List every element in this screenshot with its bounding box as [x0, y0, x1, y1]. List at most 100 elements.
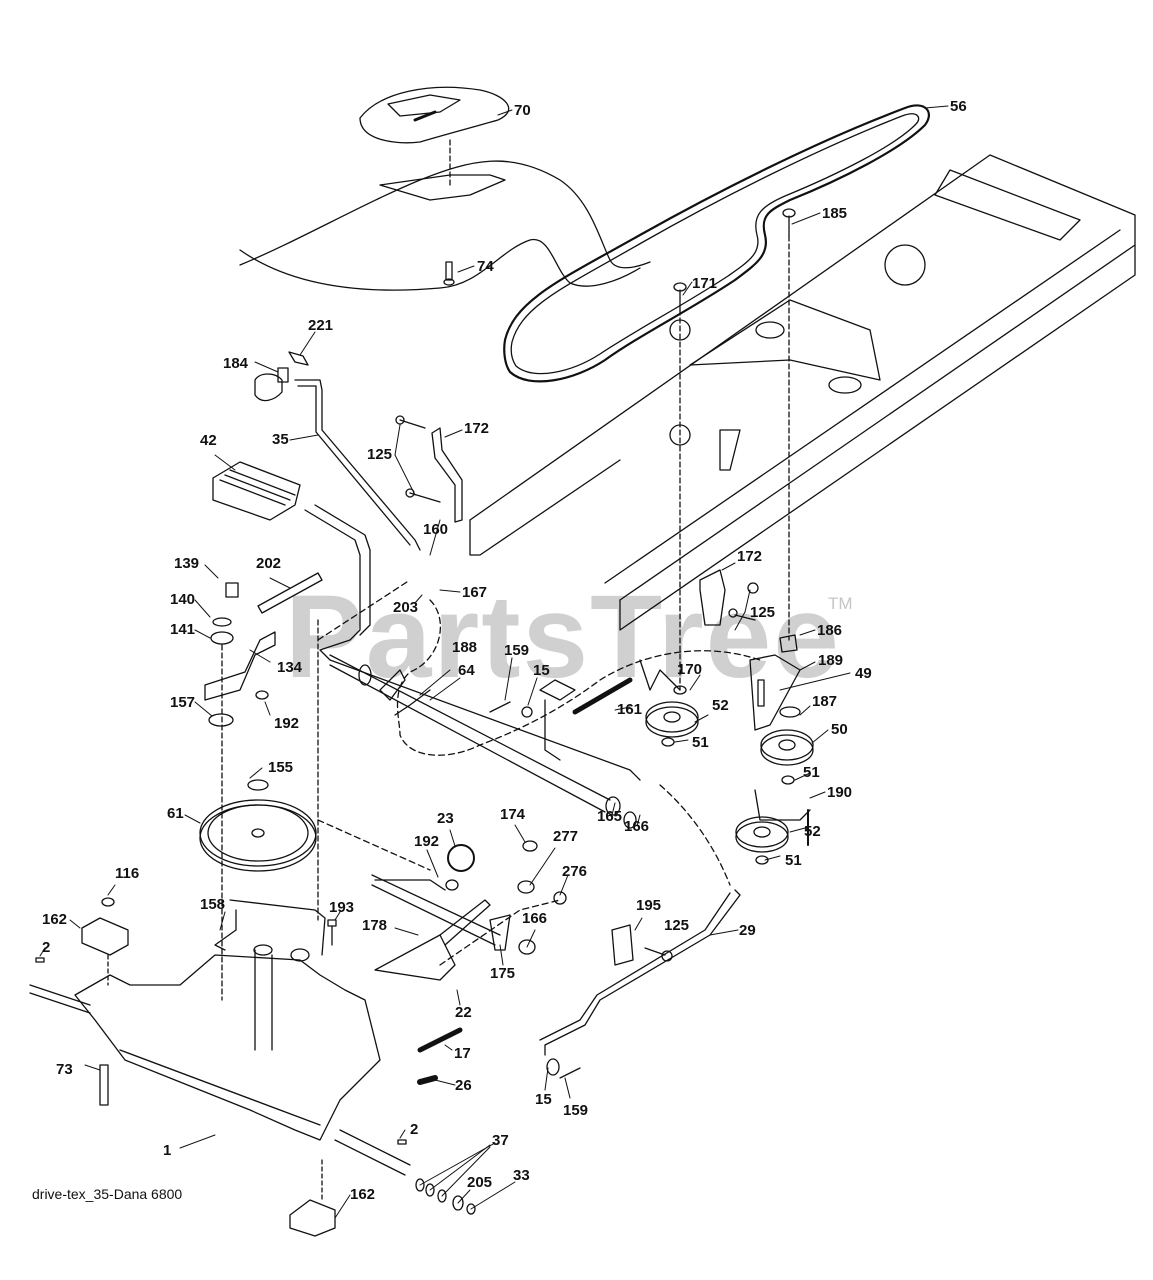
callout-26[interactable]: 26 — [455, 1077, 472, 1094]
callout-190[interactable]: 190 — [827, 784, 853, 801]
hood-cover — [359, 86, 510, 189]
callout-51-a[interactable]: 51 — [692, 734, 709, 751]
axle-washers — [415, 1178, 476, 1215]
leader-lines — [39, 105, 949, 1219]
callout-35[interactable]: 35 — [272, 431, 289, 448]
callout-221[interactable]: 221 — [308, 317, 334, 334]
callout-184[interactable]: 184 — [223, 355, 249, 372]
small-hardware — [101, 840, 567, 955]
callout-73[interactable]: 73 — [56, 1061, 73, 1078]
callout-61[interactable]: 61 — [167, 805, 184, 822]
bracket-170 — [639, 659, 687, 695]
belt-keeper — [214, 899, 326, 956]
bracket-195 — [611, 924, 634, 966]
belt-path-lines — [317, 579, 761, 966]
callout-192-a[interactable]: 192 — [274, 715, 300, 732]
hood-shape — [239, 160, 651, 291]
callout-195[interactable]: 195 — [636, 897, 662, 914]
callout-186[interactable]: 186 — [817, 622, 843, 639]
callout-22[interactable]: 22 — [455, 1004, 472, 1021]
callout-189[interactable]: 189 — [818, 652, 844, 669]
bracket-172 — [431, 427, 726, 626]
callout-159-b[interactable]: 159 — [563, 1102, 589, 1119]
axle-brackets — [81, 917, 336, 1237]
callout-1[interactable]: 1 — [163, 1142, 172, 1159]
callout-159-a[interactable]: 159 — [504, 642, 530, 659]
idler-pulleys — [645, 634, 814, 865]
pedal-bracket — [489, 679, 576, 761]
callout-139[interactable]: 139 — [174, 555, 200, 572]
callout-50[interactable]: 50 — [831, 721, 848, 738]
callout-162-b[interactable]: 162 — [350, 1186, 376, 1203]
callout-277[interactable]: 277 — [553, 828, 579, 845]
frame — [469, 154, 1136, 631]
carriage-bolts — [673, 208, 796, 691]
callout-205[interactable]: 205 — [467, 1174, 493, 1191]
callout-2-b[interactable]: 2 — [410, 1121, 419, 1138]
callout-33[interactable]: 33 — [513, 1167, 530, 1184]
callout-160[interactable]: 160 — [423, 521, 449, 538]
callout-166-b[interactable]: 166 — [522, 910, 548, 927]
callout-17[interactable]: 17 — [454, 1045, 471, 1062]
callout-49[interactable]: 49 — [855, 665, 872, 682]
callout-170[interactable]: 170 — [677, 661, 703, 678]
callout-185[interactable]: 185 — [822, 205, 848, 222]
callout-70[interactable]: 70 — [514, 102, 531, 119]
transmission-pulley — [199, 799, 317, 872]
callout-51-b[interactable]: 51 — [803, 764, 820, 781]
callout-155[interactable]: 155 — [268, 759, 294, 776]
callout-29[interactable]: 29 — [739, 922, 756, 939]
control-rod — [539, 889, 741, 1079]
callout-158[interactable]: 158 — [200, 896, 226, 913]
callout-52-b[interactable]: 52 — [804, 823, 821, 840]
callout-178[interactable]: 178 — [362, 917, 388, 934]
callout-187[interactable]: 187 — [812, 693, 838, 710]
control-lever — [371, 874, 511, 981]
callout-15-b[interactable]: 15 — [535, 1091, 552, 1108]
callout-42[interactable]: 42 — [200, 432, 217, 449]
callout-165[interactable]: 165 — [597, 808, 623, 825]
callout-171[interactable]: 171 — [692, 275, 718, 292]
callout-157[interactable]: 157 — [170, 694, 196, 711]
callout-193[interactable]: 193 — [329, 899, 355, 916]
callout-203[interactable]: 203 — [393, 599, 419, 616]
spring-161 — [572, 677, 633, 715]
callout-141[interactable]: 141 — [170, 621, 196, 638]
transaxle — [29, 944, 411, 1176]
callout-172-b[interactable]: 172 — [737, 548, 763, 565]
callout-125-c[interactable]: 125 — [664, 917, 690, 934]
callout-125-b[interactable]: 125 — [750, 604, 776, 621]
callout-37[interactable]: 37 — [492, 1132, 509, 1149]
link-assembly — [204, 572, 323, 1001]
callout-167[interactable]: 167 — [462, 584, 488, 601]
callout-276[interactable]: 276 — [562, 863, 588, 880]
watermark-trademark: TM — [828, 594, 853, 613]
callout-2-a[interactable]: 2 — [42, 939, 51, 956]
callout-162-a[interactable]: 162 — [42, 911, 68, 928]
callout-52-a[interactable]: 52 — [712, 697, 729, 714]
callout-134[interactable]: 134 — [277, 659, 303, 676]
callout-175[interactable]: 175 — [490, 965, 516, 982]
callout-64[interactable]: 64 — [458, 662, 475, 679]
callout-140[interactable]: 140 — [170, 591, 196, 608]
keys — [35, 957, 407, 1145]
springs — [417, 1027, 463, 1085]
callout-161[interactable]: 161 — [617, 701, 643, 718]
callout-174[interactable]: 174 — [500, 806, 526, 823]
callout-74[interactable]: 74 — [477, 258, 494, 275]
callout-202[interactable]: 202 — [256, 555, 282, 572]
callout-192-b[interactable]: 192 — [414, 833, 440, 850]
callout-188[interactable]: 188 — [452, 639, 478, 656]
callout-166-a[interactable]: 166 — [624, 818, 650, 835]
callout-15-a[interactable]: 15 — [533, 662, 550, 679]
callout-172-a[interactable]: 172 — [464, 420, 490, 437]
callout-23[interactable]: 23 — [437, 810, 454, 827]
brake-pedal — [212, 461, 641, 781]
callout-51-c[interactable]: 51 — [785, 852, 802, 869]
callout-125-a[interactable]: 125 — [367, 446, 393, 463]
watermark: PartsTree — [285, 571, 841, 703]
screw-74 — [443, 261, 455, 286]
callout-116[interactable]: 116 — [115, 865, 140, 882]
callout-56[interactable]: 56 — [950, 98, 967, 115]
